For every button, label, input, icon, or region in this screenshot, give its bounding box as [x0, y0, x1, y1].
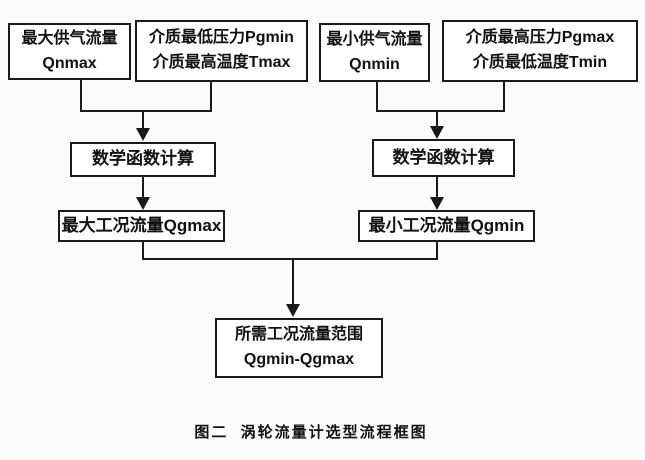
node-max-pressure-min-temp: 介质最高压力Pgmax 介质最低温度Tmin — [442, 20, 638, 82]
connector-line — [80, 110, 212, 112]
node-label: 介质最高压力Pgmax — [465, 29, 615, 47]
arrow-down-icon — [430, 126, 444, 139]
connector-line — [142, 177, 144, 199]
connector-line — [436, 177, 438, 199]
node-min-working-flow: 最小工况流量Qgmin — [358, 210, 535, 242]
node-label: 介质最低压力Pgmin — [149, 29, 294, 47]
connector-line — [142, 258, 438, 260]
node-math-calc-left: 数学函数计算 — [70, 142, 216, 177]
node-sublabel: Qnmin — [349, 55, 400, 73]
node-label: 最大工况流量Qgmax — [61, 215, 222, 235]
node-required-flow-range: 所需工况流量范围 Qgmin-Qgmax — [215, 318, 383, 378]
node-label: 数学函数计算 — [92, 149, 194, 169]
node-min-supply-flow: 最小供气流量 Qnmin — [319, 23, 430, 82]
connector-line — [210, 82, 212, 112]
connector-line — [80, 80, 82, 112]
node-label: 所需工况流量范围 — [234, 326, 363, 344]
node-label: 最小工况流量Qgmin — [368, 215, 525, 235]
connector-line — [142, 242, 144, 260]
connector-line — [292, 260, 294, 306]
connector-line — [142, 112, 144, 130]
node-max-working-flow: 最大工况流量Qgmax — [58, 210, 225, 242]
node-max-supply-flow: 最大供气流量 Qnmax — [8, 23, 131, 80]
arrow-down-icon — [136, 128, 150, 141]
node-label: 最小供气流量 — [326, 30, 423, 48]
node-sublabel: Qnmax — [42, 54, 97, 72]
connector-line — [436, 242, 438, 260]
node-label: 数学函数计算 — [392, 147, 495, 167]
node-math-calc-right: 数学函数计算 — [372, 139, 515, 177]
arrow-down-icon — [430, 197, 444, 210]
node-min-pressure-max-temp: 介质最低压力Pgmin 介质最高温度Tmax — [135, 20, 308, 82]
connector-line — [436, 112, 438, 130]
connector-line — [503, 82, 505, 112]
node-sublabel: 介质最低温度Tmin — [472, 54, 608, 71]
node-sublabel: Qgmin-Qgmax — [243, 351, 355, 368]
node-sublabel: 介质最高温度Tmax — [152, 54, 291, 71]
connector-line — [376, 82, 378, 112]
node-label: 最大供气流量 — [21, 29, 118, 47]
arrow-down-icon — [136, 197, 150, 210]
arrow-down-icon — [286, 304, 300, 317]
figure-caption: 图二 涡轮流量计选型流程框图 — [194, 424, 428, 441]
connector-line — [376, 110, 505, 112]
